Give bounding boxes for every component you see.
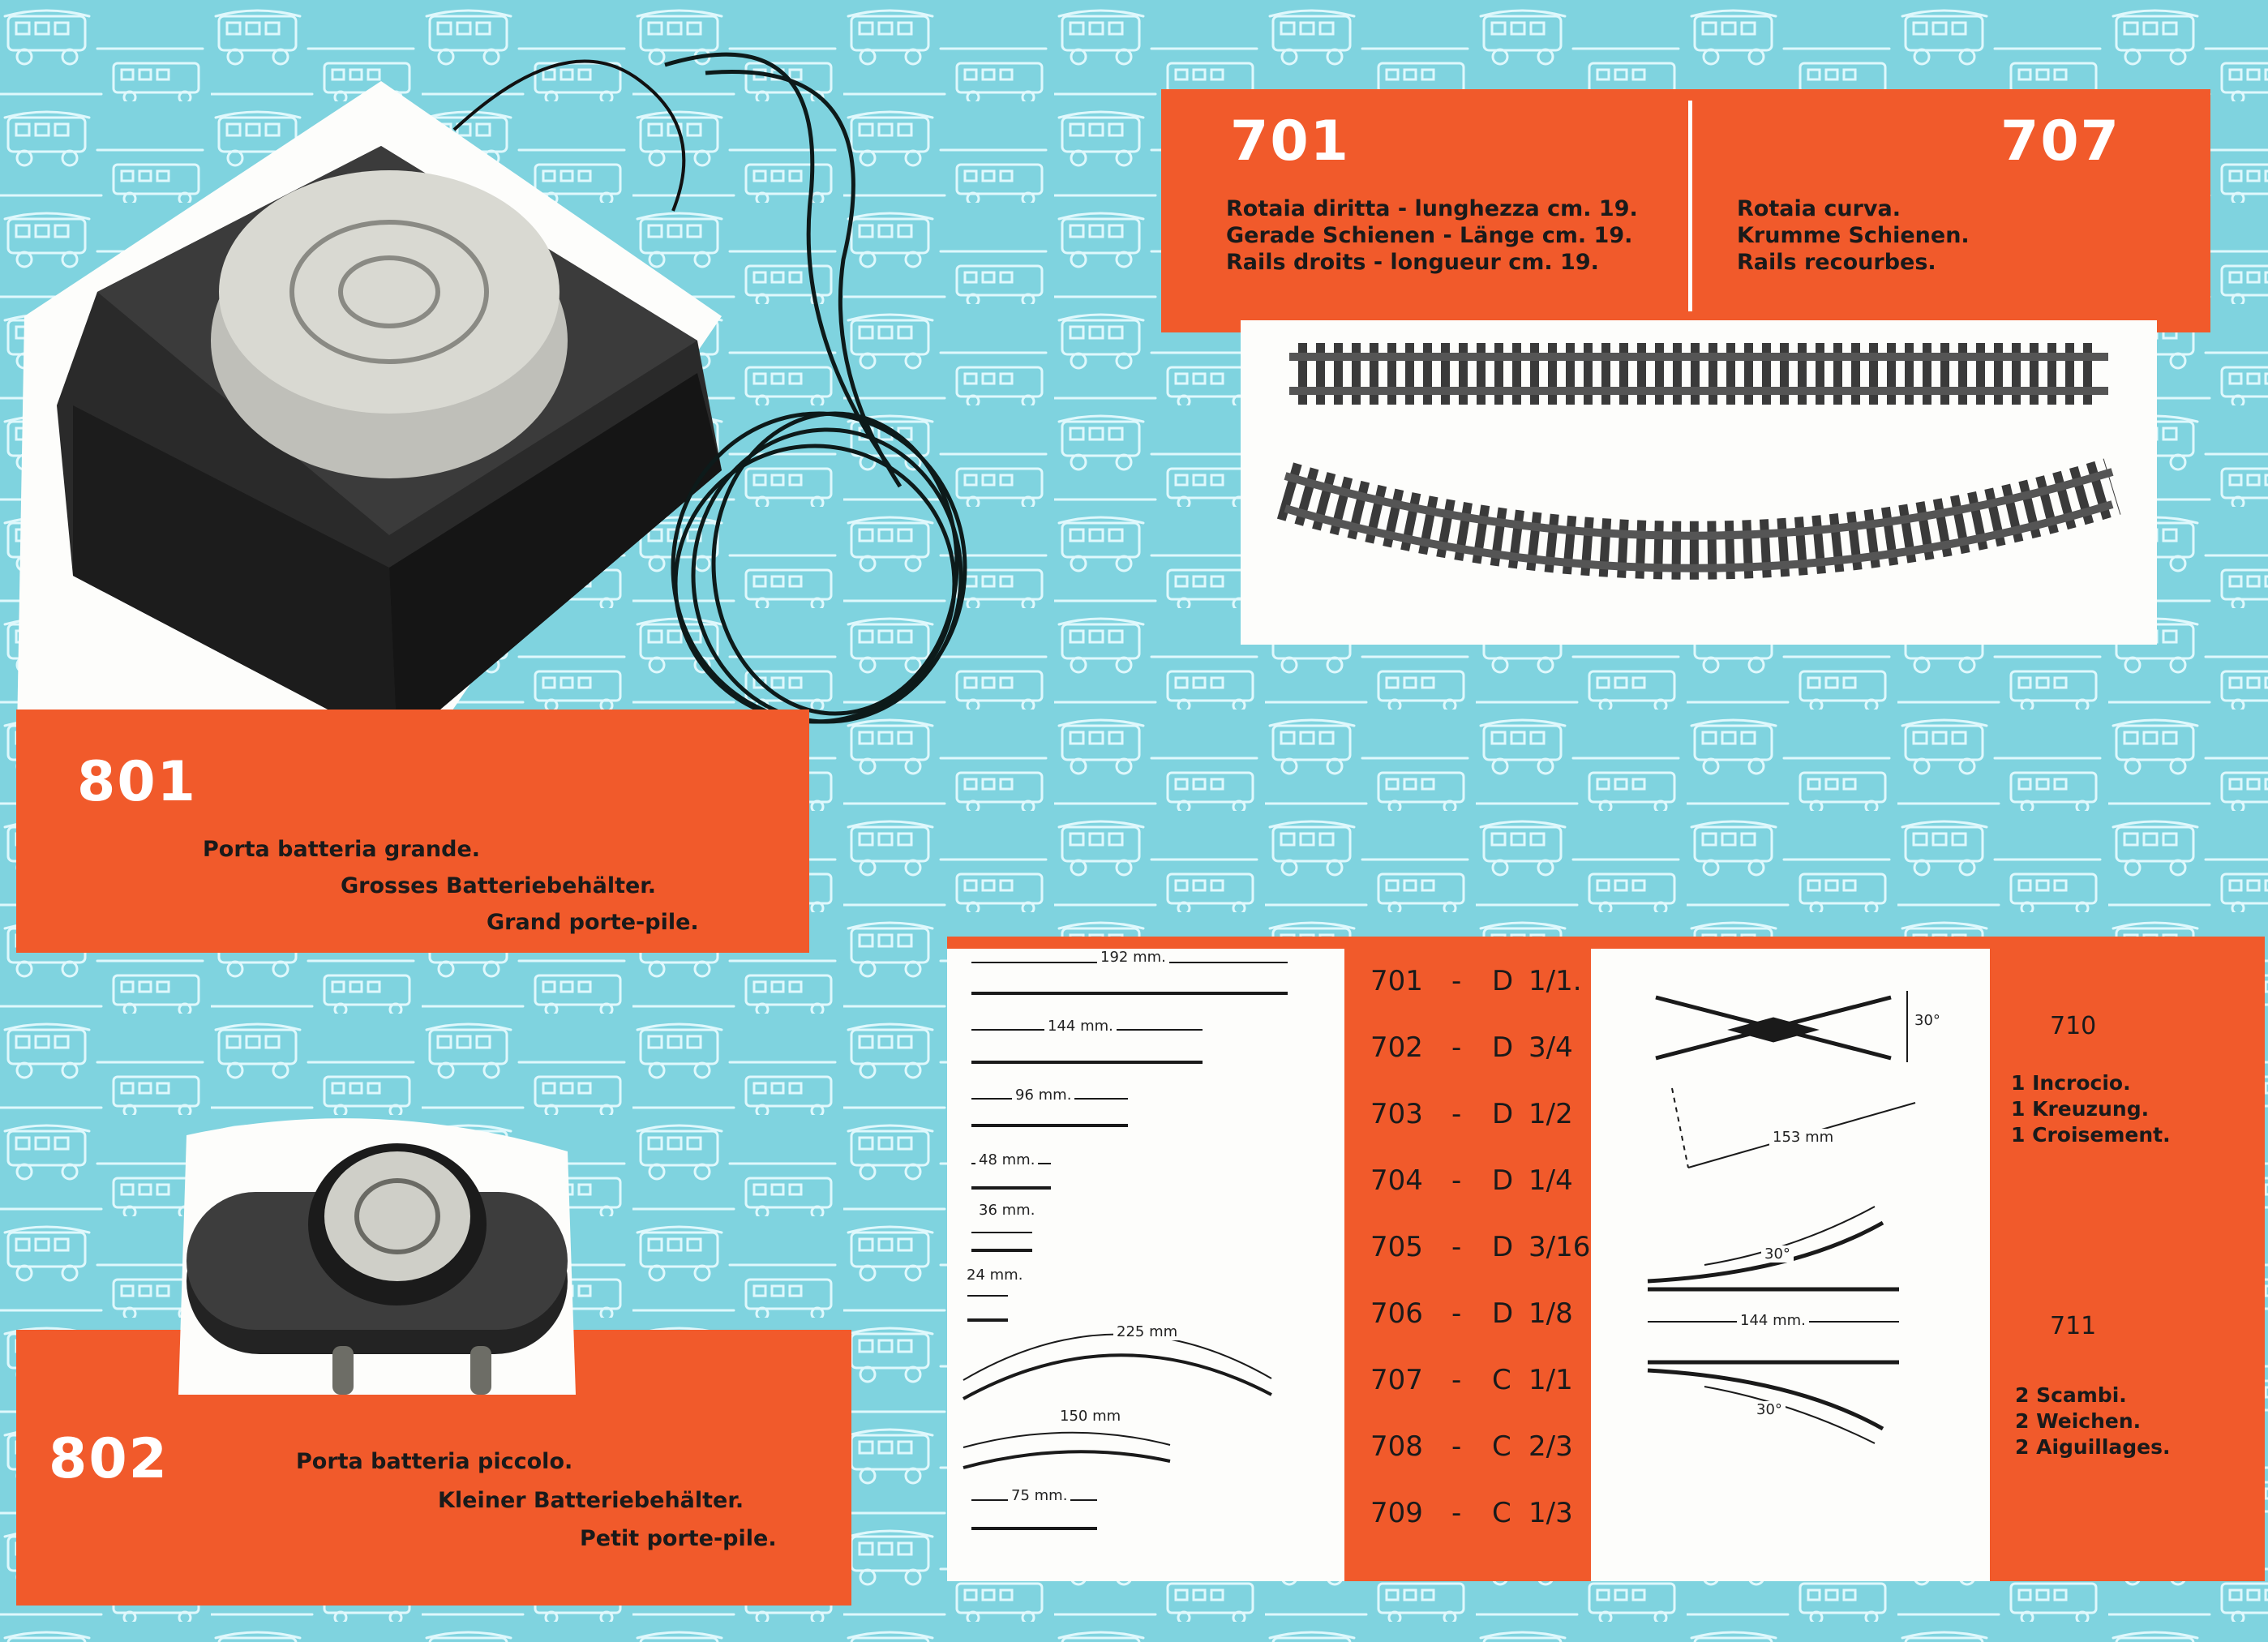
dim-label-1: 192 mm. (1097, 949, 1169, 966)
track-header-panel: 701 Rotaia diritta - lunghezza cm. 19. G… (1161, 89, 2210, 332)
special-track-panel: 30° 153 mm 30° 144 mm. 30° (1591, 949, 1990, 1581)
curved-track-rail-top (1284, 468, 2114, 540)
product-801-line-1: Porta batteria grande. (203, 837, 481, 862)
product-802-line-1: Porta batteria piccolo. (296, 1449, 573, 1474)
curved-track-rail-bottom (1284, 500, 2114, 572)
track-illustration-panel (1241, 320, 2157, 645)
product-701-code: 701 (1230, 109, 1350, 174)
product-801-line-2: Grosses Batteriebehälter. (341, 873, 657, 898)
crossing-switch-diagram (1647, 991, 1916, 1444)
dim-label-5: 36 mm. (975, 1202, 1039, 1219)
product-802-panel: 802 Porta batteria piccolo. Kleiner Batt… (16, 1330, 851, 1606)
switch-angle-top-label: 30° (1761, 1245, 1794, 1263)
product-802-code: 802 (49, 1427, 169, 1491)
product-801-panel: 801 Porta batteria grande. Grosses Batte… (16, 710, 809, 953)
header-divider (1688, 101, 1692, 311)
straight-track-rail-top (1289, 353, 2108, 361)
product-802-line-2: Kleiner Batteriebehälter. (438, 1488, 744, 1513)
switch-line-1: 2 Scambi. (2015, 1383, 2127, 1407)
product-701-line-2: Gerade Schienen - Länge cm. 19. (1226, 223, 1633, 248)
switch-code: 711 (2050, 1312, 2097, 1340)
dim-label-4: 48 mm. (975, 1151, 1039, 1168)
product-707-line-1: Rotaia curva. (1737, 196, 1901, 221)
straight-track-rail-bottom (1289, 387, 2108, 395)
product-701-line-3: Rails droits - longueur cm. 19. (1226, 250, 1599, 275)
product-707-line-3: Rails recourbes. (1737, 250, 1936, 275)
dim-label-9: 75 mm. (1008, 1487, 1071, 1504)
dim-label-8: 150 mm (1057, 1408, 1125, 1425)
curved-track-bed (1276, 458, 2121, 580)
switch-line-3: 2 Aiguillages. (2015, 1435, 2171, 1459)
product-707-line-2: Krumme Schienen. (1737, 223, 1970, 248)
track-illustration (1276, 343, 2121, 580)
product-802-line-3: Petit porte-pile. (580, 1526, 777, 1551)
dim-label-3: 96 mm. (1012, 1087, 1075, 1104)
switch-angle-bottom-label: 30° (1753, 1401, 1786, 1418)
crossing-line-1: 1 Incrocio. (2011, 1071, 2131, 1095)
crossing-line-3: 1 Croisement. (2011, 1123, 2171, 1147)
crossing-angle-label: 30° (1911, 1012, 1944, 1029)
dim-label-2: 144 mm. (1044, 1018, 1117, 1035)
dim-label-6: 24 mm. (963, 1267, 1027, 1284)
product-707-code: 707 (2000, 109, 2120, 174)
switch-line-2: 2 Weichen. (2015, 1409, 2142, 1433)
wire-coil-illustration (664, 52, 967, 724)
dim-label-7: 225 mm (1113, 1323, 1181, 1340)
straight-track-ties (1297, 343, 2100, 405)
crossing-code: 710 (2050, 1012, 2097, 1040)
dimension-panel: 192 mm. 144 mm. 96 mm. 48 mm. 36 mm. 24 … (947, 949, 1344, 1581)
crossing-length-label: 153 mm (1769, 1129, 1837, 1146)
product-801-line-3: Grand porte-pile. (487, 910, 699, 935)
product-801-code: 801 (77, 750, 197, 814)
switch-length-label: 144 mm. (1737, 1312, 1809, 1329)
product-701-line-1: Rotaia diritta - lunghezza cm. 19. (1226, 196, 1638, 221)
battery-holder-large-photo (16, 59, 722, 803)
dimension-lines (963, 962, 1288, 1530)
crossing-line-2: 1 Kreuzung. (2011, 1097, 2150, 1121)
battery-holder-small-photo (178, 1118, 576, 1395)
